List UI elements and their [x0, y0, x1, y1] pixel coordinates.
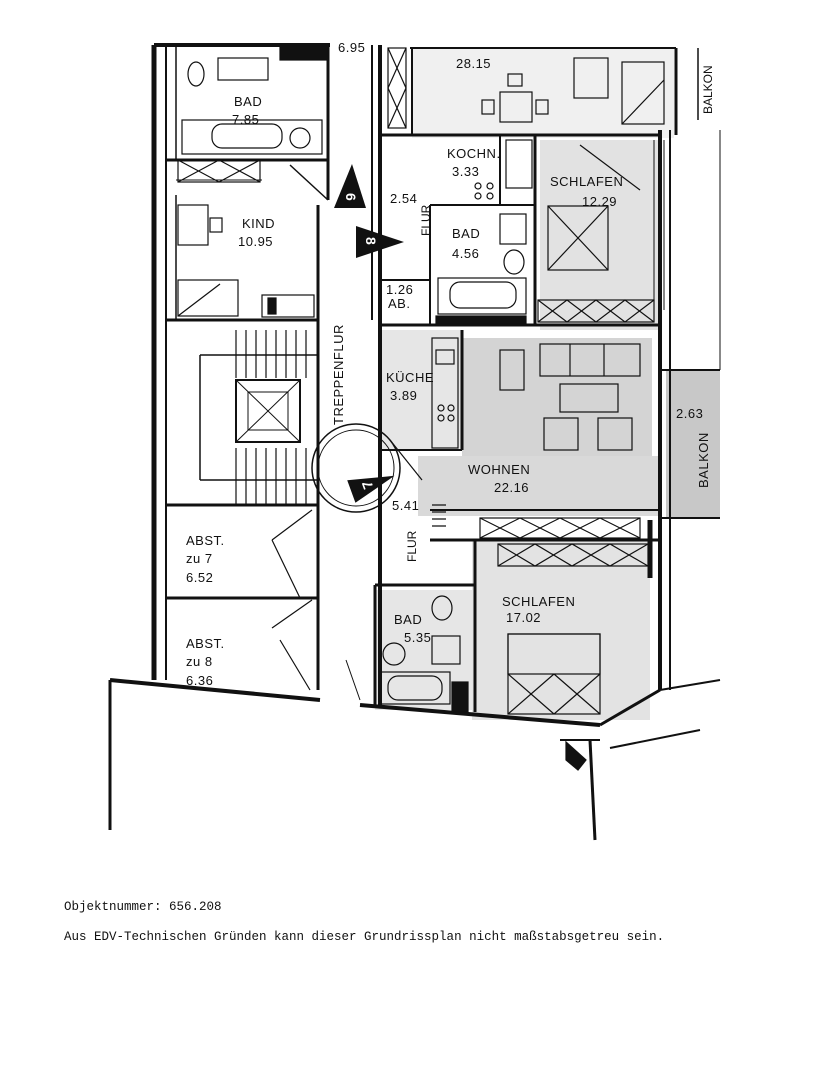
room-top-area: 28.15 — [456, 56, 491, 71]
room-abst8-area: 6.36 — [186, 673, 213, 688]
marker-6-shape — [334, 164, 366, 208]
room-bad1-area: 7.85 — [232, 112, 259, 127]
room-kind-name: KIND — [242, 216, 275, 231]
room-kochn-area: 3.33 — [452, 164, 479, 179]
object-number: Objektnummer: 656.208 — [64, 900, 222, 914]
disclaimer-text: Aus EDV-Technischen Gründen kann dieser … — [64, 930, 665, 944]
marker-8-shape — [356, 226, 404, 258]
room-flur2-name: FLUR — [405, 530, 419, 562]
room-kochn-name: KOCHN. — [447, 146, 501, 161]
wohnen-lower-shade — [418, 456, 658, 516]
treppenflur-label: TREPPENFLUR — [331, 324, 346, 425]
room-ab-area: 1.26 — [386, 282, 413, 297]
top-dimension-label: 6.95 — [338, 40, 365, 55]
schlafen2-shade — [472, 540, 650, 720]
marker-6-label: 6 — [343, 193, 359, 201]
marker-8-label: 8 — [363, 237, 379, 245]
room-labels: BAD 7.85 KIND 10.95 ABST. zu 7 6.52 ABST… — [186, 40, 715, 688]
room-kueche-name: KÜCHE — [386, 370, 434, 385]
balkon-top-label: BALKON — [701, 65, 715, 114]
room-wohnen-area: 22.16 — [494, 480, 529, 495]
room-abst7-sub: zu 7 — [186, 551, 213, 566]
walls — [108, 43, 721, 841]
room-schlafen1-area: 12.29 — [582, 194, 617, 209]
view-markers: 6 8 7 — [334, 164, 404, 503]
room-abst7-area: 6.52 — [186, 570, 213, 585]
room-ab-name: AB. — [388, 296, 410, 311]
room-schlafen2-name: SCHLAFEN — [502, 594, 575, 609]
floor-plan: 6 8 7 BAD 7.85 KIND 10.95 ABST. zu 7 6.5… — [108, 40, 721, 841]
room-balkon1-area: 2.63 — [676, 406, 703, 421]
room-balkon1-name: BALKON — [696, 432, 711, 488]
room-kind-area: 10.95 — [238, 234, 273, 249]
marker-7-shape — [347, 475, 395, 503]
room-wohnen-name: WOHNEN — [468, 462, 530, 477]
room-bad1-name: BAD — [234, 94, 262, 109]
room-flur1-name: FLUR — [419, 204, 433, 236]
schlafen1-shade — [540, 140, 658, 330]
fixtures — [177, 45, 665, 771]
room-bad2-name: BAD — [452, 226, 480, 241]
floor-plan-drawing: 6 8 7 BAD 7.85 KIND 10.95 ABST. zu 7 6.5… — [108, 40, 721, 841]
balkon-shade — [666, 370, 720, 518]
room-abst8-name: ABST. — [186, 636, 225, 651]
room-flur1-area: 2.54 — [390, 191, 417, 206]
wardrobes — [177, 47, 655, 567]
room-bad3-area: 5.35 — [404, 630, 431, 645]
room-abst8-area-sub: zu 8 — [186, 654, 213, 669]
room-bad2-area: 4.56 — [452, 246, 479, 261]
room-abst7-name: ABST. — [186, 533, 225, 548]
top-room-shade — [412, 48, 674, 138]
room-flur2-area: 5.41 — [392, 498, 419, 513]
room-schlafen1-name: SCHLAFEN — [550, 174, 623, 189]
room-schlafen2-area: 17.02 — [506, 610, 541, 625]
room-kueche-area: 3.89 — [390, 388, 417, 403]
room-bad3-name: BAD — [394, 612, 422, 627]
